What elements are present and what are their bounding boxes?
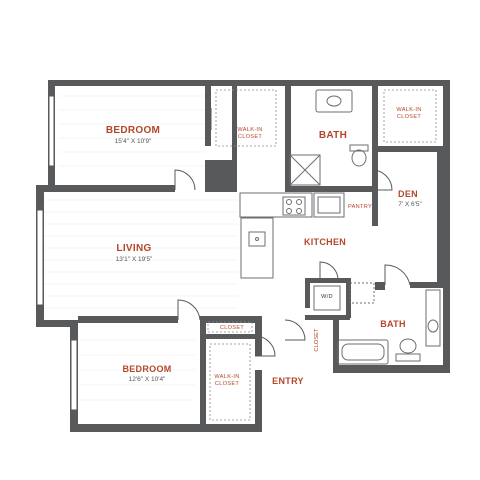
kitchen-label: KITCHEN <box>303 237 347 247</box>
small-closet-label: CLOSET <box>219 325 245 331</box>
bath-2-label: BATH <box>380 319 406 329</box>
bath-1-fixtures <box>289 89 369 186</box>
windows <box>36 95 78 411</box>
living-dimensions: 13'1" X 19'5" <box>115 256 153 263</box>
bedroom-1-dimensions: 15'4" X 10'9" <box>114 138 152 145</box>
entry-label: ENTRY <box>272 376 304 386</box>
walk-in-closet-2-line2: CLOSET <box>396 114 422 120</box>
walk-in-closet-3-label: WALK-IN CLOSET <box>214 374 239 388</box>
bedroom-2-label: BEDROOM <box>122 364 172 374</box>
kitchen-fixtures <box>239 192 345 279</box>
hall-closet-label: CLOSET <box>314 328 320 352</box>
bedroom-2-dimensions: 12'6" X 10'4" <box>128 376 166 383</box>
walk-in-closet-1-line1: WALK-IN <box>237 127 263 133</box>
walk-in-closet-2-label: WALK-IN CLOSET <box>396 107 421 121</box>
pantry-label: PANTRY <box>348 204 372 210</box>
den-dimensions: 7' X 6'5" <box>398 201 422 208</box>
bedroom-1-label: BEDROOM <box>105 125 161 136</box>
bath-1-label: BATH <box>318 130 348 141</box>
closet-shelving <box>207 89 437 421</box>
living-label: LIVING <box>116 243 152 254</box>
walk-in-closet-1-label: WALK-IN CLOSET <box>237 127 262 141</box>
doors <box>174 108 411 357</box>
washer-dryer-label: W/D <box>321 294 333 300</box>
den-label: DEN <box>398 189 418 199</box>
walk-in-closet-3-line2: CLOSET <box>214 381 240 387</box>
walk-in-closet-1-line2: CLOSET <box>237 134 263 140</box>
laundry-fixtures <box>313 282 375 311</box>
walk-in-closet-3-line1: WALK-IN <box>214 374 240 380</box>
floor-texture <box>42 95 238 401</box>
bath-2-fixtures <box>337 289 441 365</box>
walk-in-closet-2-line1: WALK-IN <box>396 107 422 113</box>
